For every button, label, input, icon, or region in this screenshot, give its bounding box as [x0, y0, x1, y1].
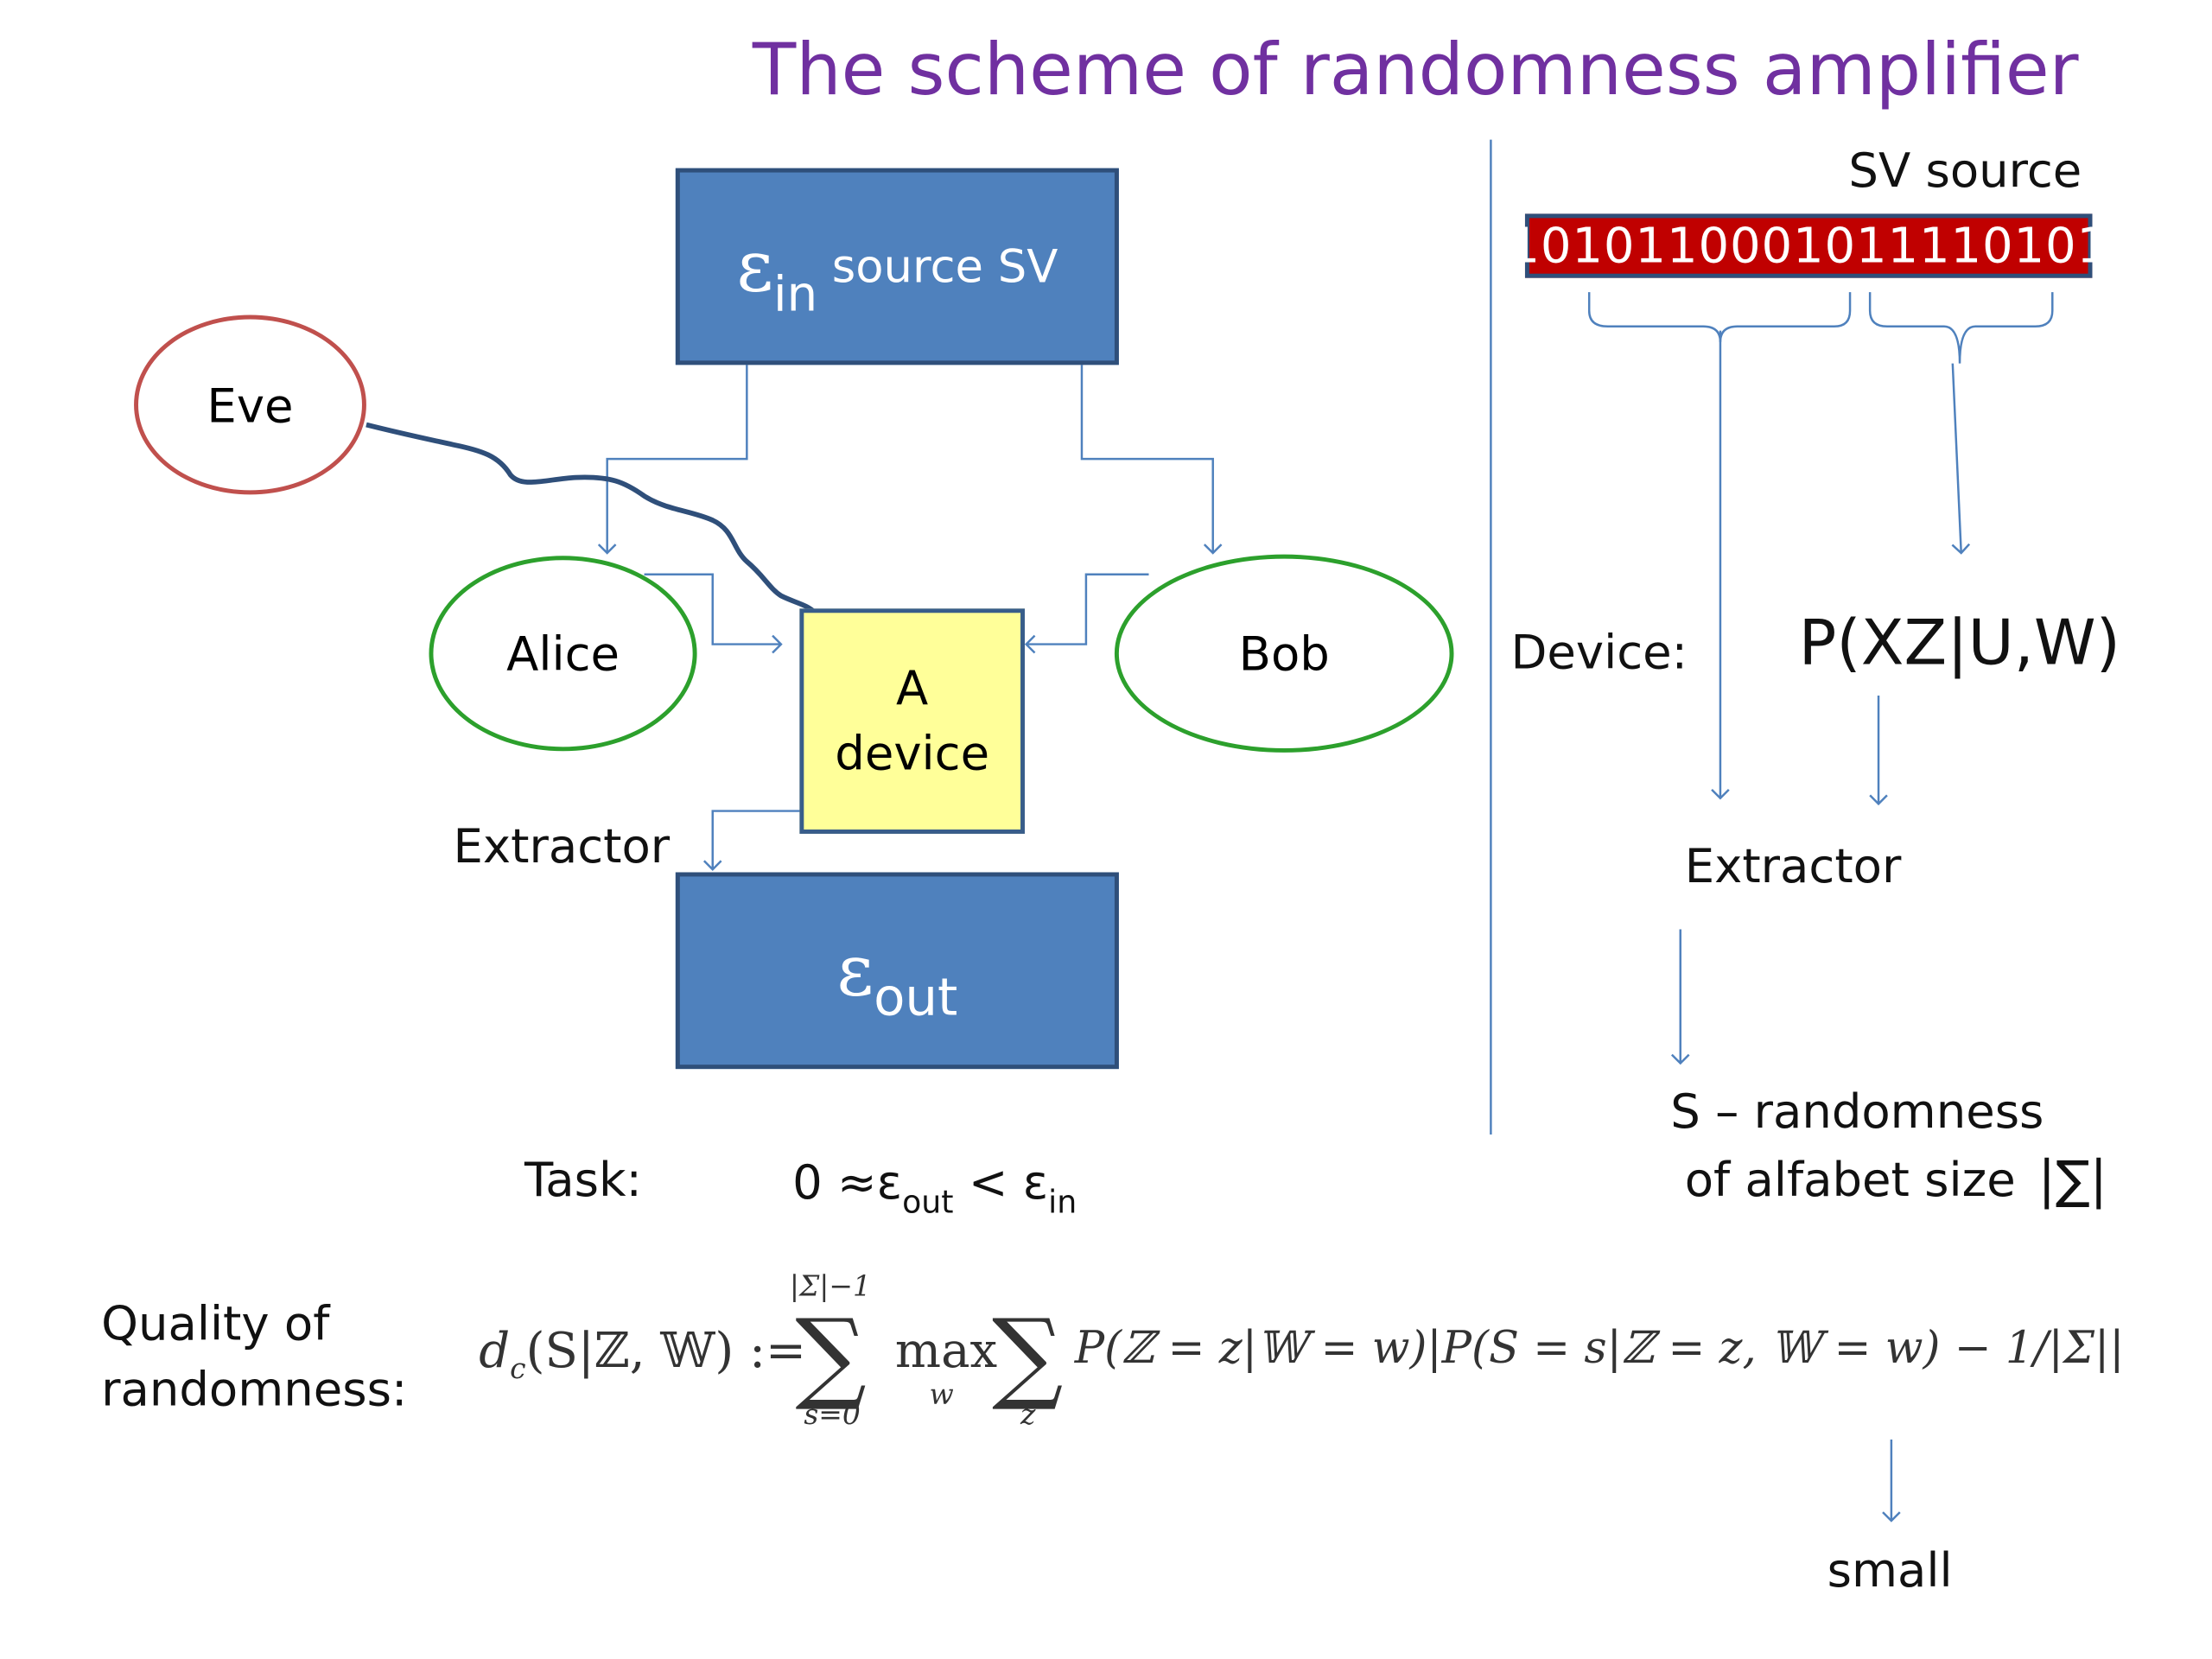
s-randomness-line2: of alfabet size — [1684, 1151, 2016, 1208]
source-sv-box: εin source SV — [675, 168, 1119, 365]
brace-right — [1868, 292, 2054, 364]
arrow-device-to-output — [702, 810, 802, 871]
sv-bit-string: 1010110001011110101 — [1509, 213, 2107, 278]
arrow-source-to-bob — [1080, 365, 1223, 555]
task-expression: 0 ≈εout < εin — [792, 1154, 1077, 1222]
bob-label: Bob — [1238, 626, 1330, 682]
formula-rhs: P(ℤ = z|𝕎 = w)|P(S = s|ℤ = z, 𝕎 = w) − 1… — [1074, 1322, 2125, 1375]
eve-eavesdrop-line — [365, 422, 817, 615]
bob-oval: Bob — [1114, 554, 1454, 753]
epsilon-in-symbol: εin — [736, 225, 818, 324]
max-operator: max — [894, 1322, 998, 1380]
epsilon-out-box: εout — [675, 872, 1119, 1070]
sum-lower-limit: s=0 — [804, 1396, 861, 1432]
task-label: Task: — [524, 1151, 642, 1208]
device-label-right: Device: — [1510, 624, 1688, 680]
arrow-source-to-alice — [597, 365, 748, 555]
distribution-label: P(XZ|U,W) — [1798, 607, 2120, 680]
alphabet-size: |∑| — [2037, 1151, 2107, 1211]
device-line2: device — [835, 725, 990, 781]
device-box: A device — [799, 608, 1025, 834]
alice-label: Alice — [506, 626, 620, 682]
sum2-lower-limit: z — [1020, 1396, 1036, 1432]
sum2-sigma-icon: ∑ — [992, 1297, 1064, 1414]
arrow-alice-to-device — [644, 573, 783, 654]
alice-oval: Alice — [429, 556, 697, 752]
sum-upper-limit: |Σ|−1 — [789, 1268, 872, 1303]
sum-sigma-icon: ∑ — [795, 1297, 867, 1414]
extractor-label-right: Extractor — [1684, 837, 1902, 894]
source-sv-label: source SV — [831, 239, 1058, 294]
formula-lhs: dc(S|ℤ, 𝕎) := — [479, 1322, 806, 1386]
quality-formula: dc(S|ℤ, 𝕎) := |Σ|−1 ∑ s=0 max w ∑ z P(ℤ … — [479, 1266, 2140, 1437]
eve-oval: Eve — [134, 315, 366, 495]
device-line1: A — [896, 659, 929, 716]
arrow-bits-to-device — [1951, 363, 1971, 555]
extractor-label-left: Extractor — [453, 817, 671, 874]
quality-line1: Quality of — [101, 1295, 330, 1351]
quality-line2: randomness: — [101, 1361, 408, 1417]
max-subscript: w — [929, 1376, 954, 1412]
sv-source-label: SV source — [1848, 142, 2082, 199]
small-label: small — [1827, 1541, 1953, 1599]
s-randomness-line1: S – randomness — [1670, 1083, 2044, 1139]
epsilon-out-symbol: εout — [836, 929, 958, 1028]
slide-title: The scheme of randomness amplifier — [752, 28, 2079, 111]
arrow-bob-to-device — [1024, 573, 1149, 654]
eve-label: Eve — [207, 377, 294, 433]
